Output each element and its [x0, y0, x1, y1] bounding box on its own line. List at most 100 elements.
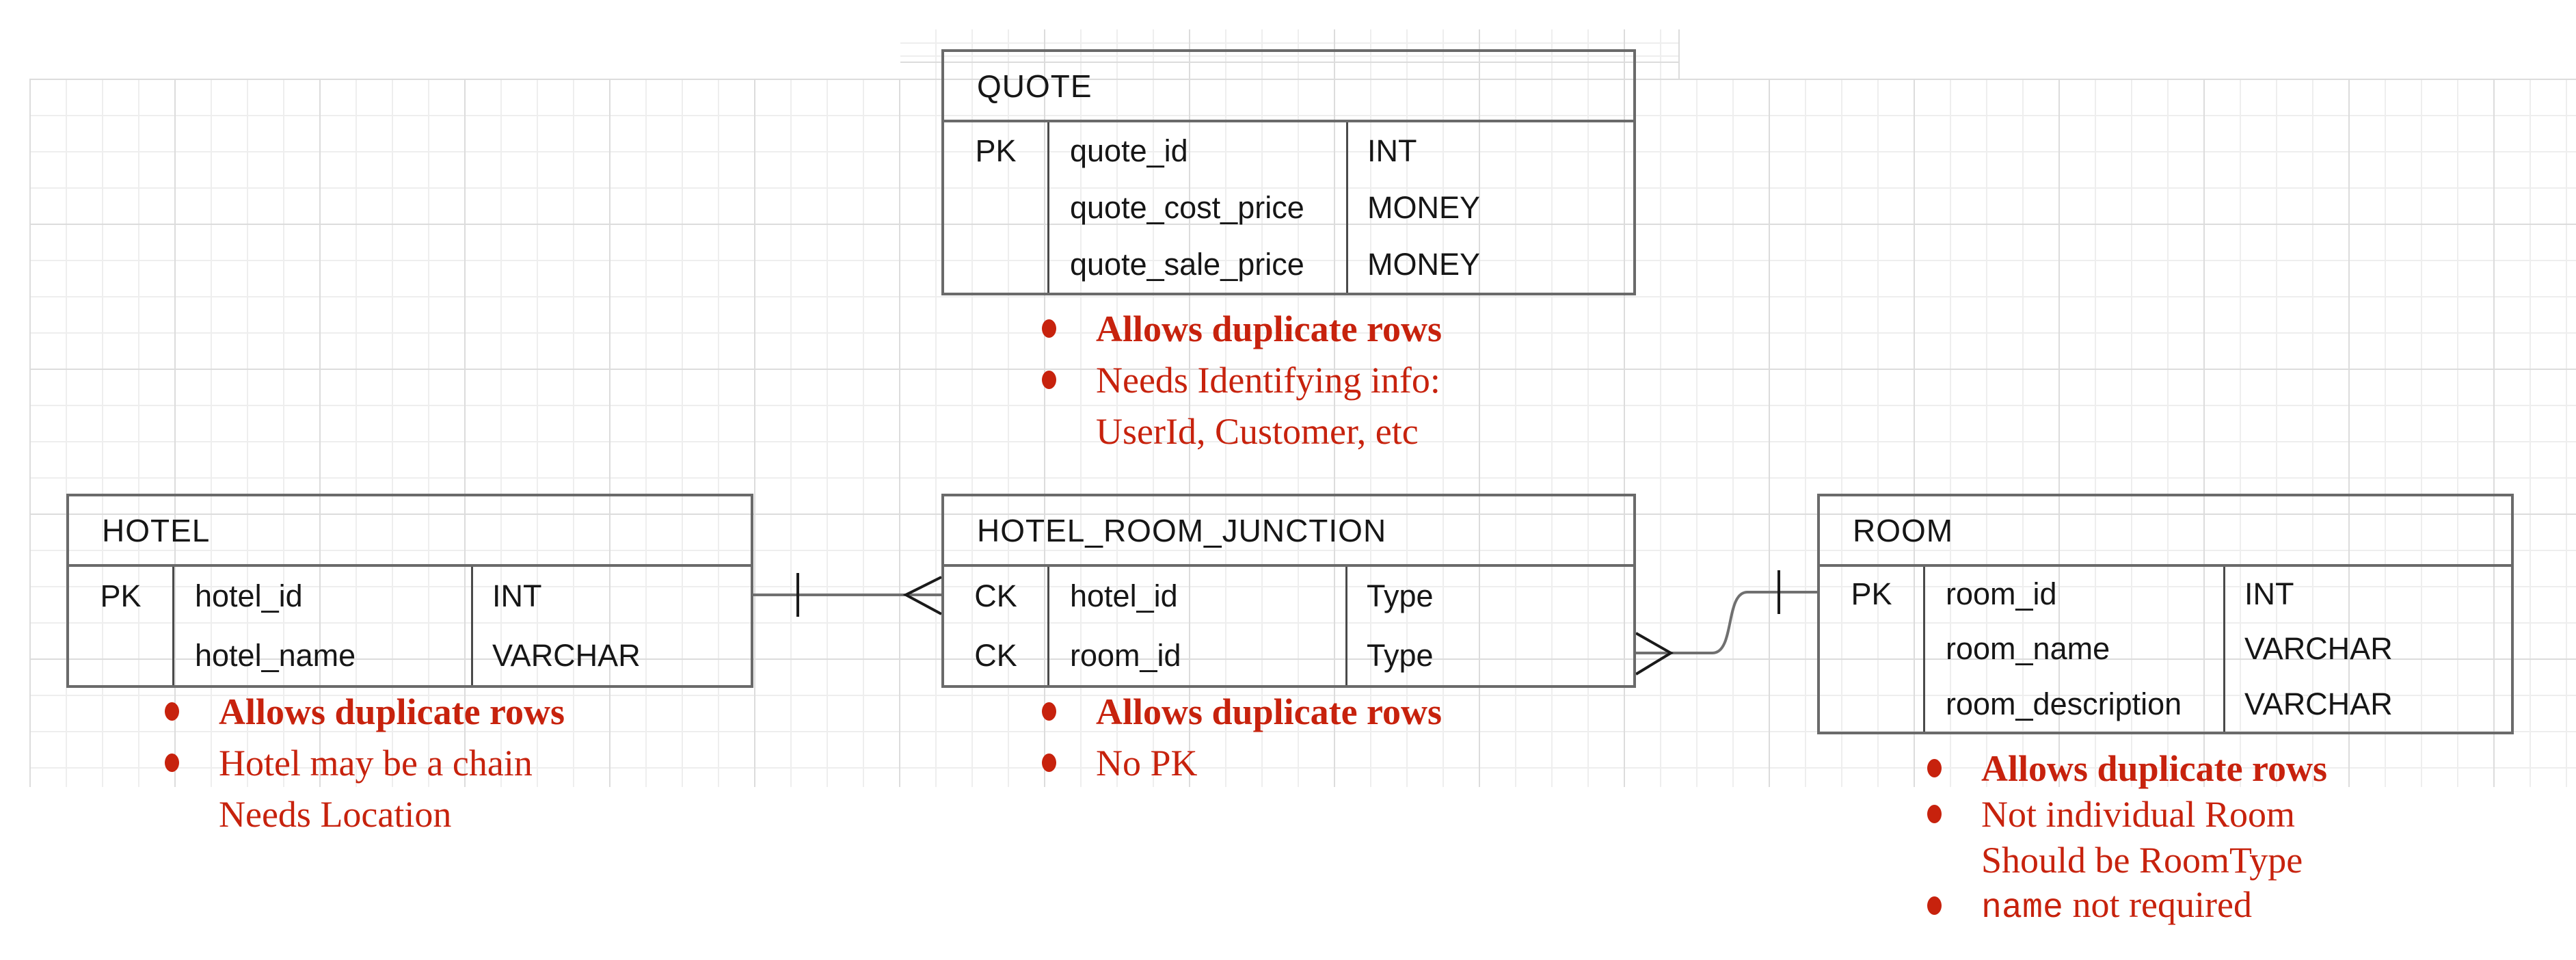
note-line: Allows duplicate rows	[145, 686, 565, 737]
bullet-icon	[1022, 702, 1075, 721]
note-line: No PK	[1022, 737, 1442, 788]
bullet-dot-icon	[1927, 759, 1942, 777]
note-text-segment: not required	[2063, 884, 2252, 925]
cell-data-type: MONEY	[1367, 189, 1481, 225]
table-title-label: HOTEL_ROOM_JUNCTION	[977, 512, 1387, 548]
note-text: name not required	[1961, 883, 2252, 928]
relationship-line[interactable]	[1636, 591, 1817, 654]
bullet-icon	[1022, 371, 1075, 389]
note-text: Allows duplicate rows	[198, 691, 565, 733]
note-line: Needs Identifying info:	[1022, 354, 1442, 405]
table-title: ROOM	[1820, 496, 2511, 567]
note-text: Allows duplicate rows	[1075, 691, 1442, 733]
note-text: Not individual Room	[1961, 793, 2295, 836]
cell-attribute-name: hotel_id	[174, 567, 473, 626]
note-text: Should be RoomType	[1961, 839, 2303, 881]
note-text: No PK	[1075, 742, 1198, 784]
crow-foot-many-icon	[902, 576, 942, 615]
cell-attribute-name: quote_id	[1049, 122, 1348, 179]
cell-key-flag: CK	[944, 626, 1049, 685]
bullet-dot-icon	[164, 754, 179, 772]
note-text: Hotel may be a chain	[198, 742, 533, 784]
bullet-dot-icon	[1041, 702, 1056, 721]
connector-junction-to-room[interactable]	[1635, 570, 1817, 676]
bullet-icon	[1907, 805, 1961, 823]
cell-data-type: VARCHAR	[492, 637, 641, 673]
cell-data-type: Type	[1367, 637, 1434, 673]
note-text-segment: Not individual Room	[1981, 793, 2295, 835]
cell-data-type: INT	[492, 578, 542, 614]
table-title-label: ROOM	[1853, 512, 1954, 548]
cell-data-type: INT	[2244, 576, 2294, 612]
cell-attribute-name: room_id	[1049, 626, 1347, 685]
note-text-segment: Allows duplicate rows	[1981, 747, 2328, 789]
cell-data-type: Type	[1367, 578, 1434, 614]
table-row: hotel_name VARCHAR	[69, 626, 751, 685]
note-text-segment: Needs Location	[219, 793, 452, 835]
note-text-segment: Should be RoomType	[1981, 839, 2303, 881]
annotation-notes-junction[interactable]: Allows duplicate rows No PK	[1022, 686, 1442, 788]
note-text-segment: UserId, Customer, etc	[1096, 410, 1419, 452]
cell-key-flag: CK	[944, 567, 1049, 626]
bullet-dot-icon	[1041, 754, 1056, 772]
cell-key-flag	[1820, 676, 1925, 732]
note-code-segment: name	[1981, 889, 2064, 928]
cell-attribute-name: room_description	[1925, 676, 2225, 732]
cell-attribute-name: room_id	[1925, 567, 2225, 622]
cell-key-flag	[944, 236, 1049, 293]
bullet-icon	[1022, 754, 1075, 772]
note-text-segment: Allows duplicate rows	[1096, 308, 1443, 349]
bullet-icon	[1022, 319, 1075, 338]
cell-attribute-name: room_name	[1925, 622, 2225, 677]
note-line: Allows duplicate rows	[1022, 303, 1442, 354]
bullet-dot-icon	[1927, 896, 1942, 915]
cell-data-type: INT	[1367, 133, 1417, 168]
note-text-segment: No PK	[1096, 742, 1198, 784]
bullet-icon	[145, 702, 198, 721]
note-line: name not required	[1907, 883, 2327, 929]
table-title: HOTEL_ROOM_JUNCTION	[944, 496, 1633, 567]
bullet-icon	[1907, 896, 1961, 915]
bullet-icon	[1907, 759, 1961, 777]
note-text-segment: Allows duplicate rows	[1096, 691, 1443, 732]
note-line: Should be RoomType	[1907, 837, 2327, 883]
note-line: Not individual Room	[1907, 791, 2327, 837]
bullet-dot-icon	[1927, 805, 1942, 823]
cell-key-flag: PK	[944, 122, 1049, 179]
bullet-dot-icon	[1041, 319, 1056, 338]
note-line: UserId, Customer, etc	[1022, 405, 1442, 457]
cell-data-type: MONEY	[1367, 246, 1481, 282]
cell-attribute-name: hotel_name	[174, 626, 473, 685]
bullet-icon	[145, 754, 198, 772]
cell-key-flag	[944, 179, 1049, 236]
note-line: Needs Location	[145, 788, 565, 840]
cell-key-flag: PK	[69, 567, 174, 626]
table-title-label: HOTEL	[102, 512, 211, 548]
note-text: Needs Location	[198, 793, 451, 836]
connector-hotel-to-junction[interactable]	[753, 573, 942, 617]
table-title: QUOTE	[944, 52, 1633, 122]
bullet-dot-icon	[1041, 371, 1056, 389]
cell-key-flag: PK	[1820, 567, 1925, 622]
note-text: Allows duplicate rows	[1961, 747, 2327, 790]
